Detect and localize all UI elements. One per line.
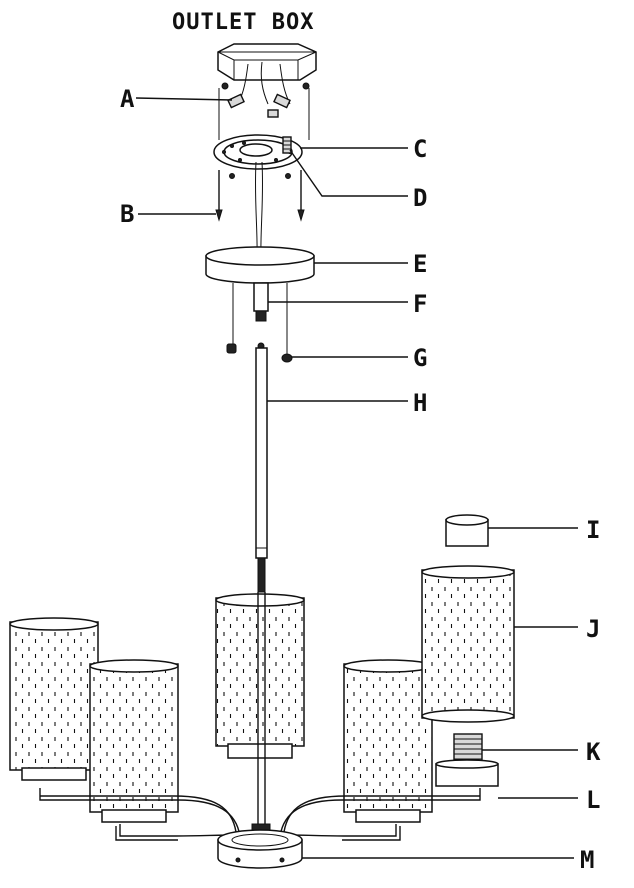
fixture-arms: [39, 592, 481, 841]
outlet-box: [217, 43, 317, 90]
label-K: K: [586, 738, 601, 766]
coupling-nipple: [253, 282, 269, 322]
ground-screw: [282, 136, 292, 154]
label-M: M: [580, 846, 594, 874]
label-H: H: [413, 389, 427, 417]
callout-F: F: [268, 290, 427, 318]
label-D: D: [413, 184, 427, 212]
callout-A: A: [120, 85, 233, 113]
down-rod: [255, 342, 268, 593]
wire-connectors: [227, 93, 291, 118]
shade-back-left: [9, 617, 99, 781]
canopy-finials: [226, 343, 293, 363]
label-F: F: [413, 290, 427, 318]
callout-L: L: [498, 786, 600, 814]
mounting-plate: [213, 134, 303, 170]
label-B: B: [120, 200, 134, 228]
canopy: [205, 246, 315, 355]
callout-J: J: [514, 615, 600, 643]
callout-G: G: [292, 344, 427, 372]
label-A: A: [120, 85, 135, 113]
label-J: J: [586, 615, 600, 643]
callout-I: I: [488, 516, 600, 544]
label-C: C: [413, 135, 427, 163]
shade-center: [215, 593, 305, 759]
callout-E: E: [314, 250, 427, 278]
shade-exploded: [421, 565, 515, 723]
mounting-screws: [215, 170, 305, 222]
label-G: G: [413, 344, 427, 372]
callout-B: B: [120, 200, 216, 228]
callout-M: M: [302, 846, 594, 874]
callout-H: H: [267, 389, 427, 417]
shade-front-left: [89, 659, 179, 823]
label-E: E: [413, 250, 427, 278]
outlet-box-title: OUTLET BOX: [172, 10, 314, 35]
socket-cup: [435, 759, 499, 787]
label-I: I: [586, 516, 600, 544]
shade-cap: [445, 514, 489, 547]
callout-D: D: [289, 149, 427, 212]
fixture-body: [217, 823, 303, 869]
shade-front-right: [343, 659, 433, 823]
callout-C: C: [300, 135, 427, 163]
callout-K: K: [482, 738, 601, 766]
label-L: L: [586, 786, 600, 814]
